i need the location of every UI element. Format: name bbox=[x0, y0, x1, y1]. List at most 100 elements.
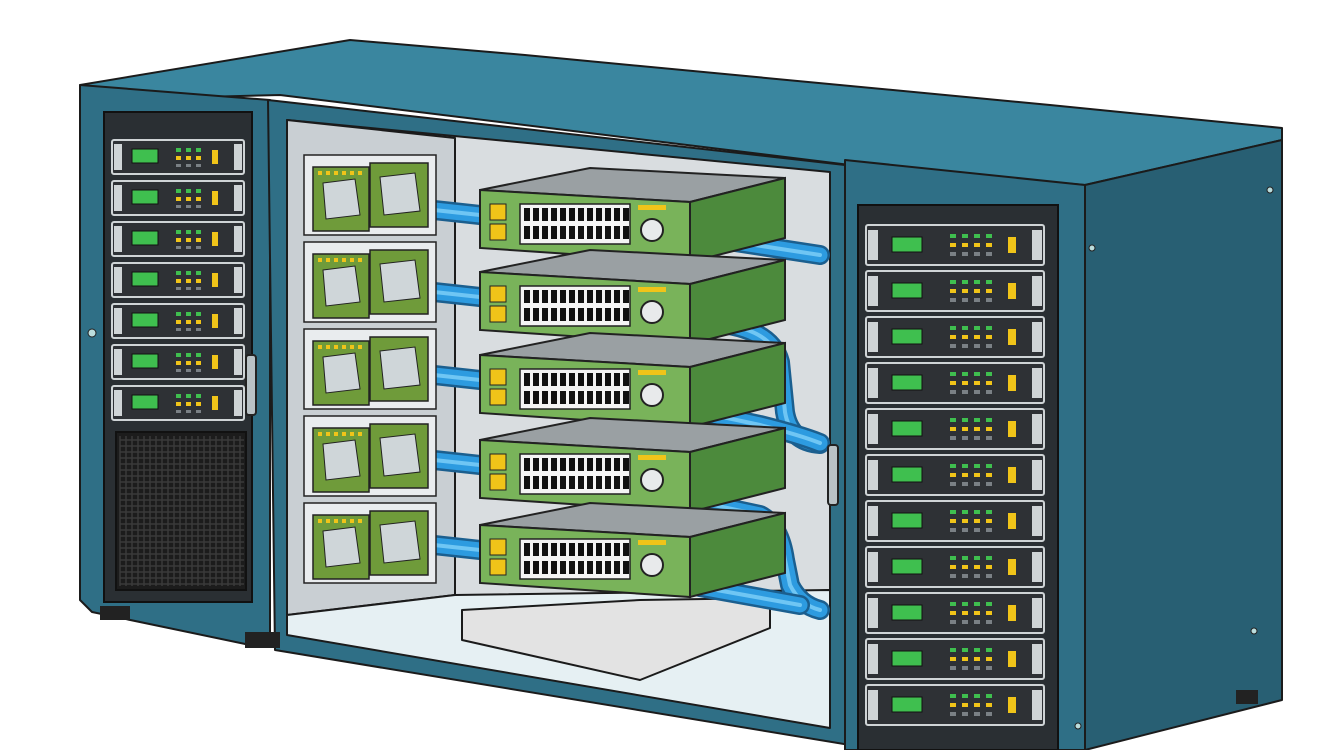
status-led bbox=[974, 712, 980, 716]
cabinet-details bbox=[87, 186, 1274, 730]
right-door-handle bbox=[827, 444, 839, 506]
status-led bbox=[950, 464, 956, 468]
port bbox=[596, 308, 602, 321]
port bbox=[578, 208, 584, 221]
status-led bbox=[176, 156, 181, 160]
drive-bay bbox=[212, 355, 218, 369]
server-ear bbox=[1032, 276, 1042, 306]
right-side-bolt-4 bbox=[1074, 722, 1082, 730]
status-led bbox=[176, 148, 181, 152]
card-pin bbox=[358, 171, 362, 175]
card-board bbox=[312, 340, 370, 406]
network-switches bbox=[479, 166, 786, 599]
status-led bbox=[186, 271, 191, 275]
status-led bbox=[950, 473, 956, 477]
card-pin bbox=[318, 519, 322, 523]
port bbox=[605, 391, 611, 404]
status-led bbox=[950, 703, 956, 707]
port bbox=[587, 543, 593, 556]
port bbox=[587, 561, 593, 574]
port bbox=[614, 476, 620, 489]
status-led bbox=[196, 164, 201, 167]
card-pin bbox=[318, 345, 322, 349]
status-led bbox=[186, 320, 191, 324]
drive-bay bbox=[1008, 697, 1016, 713]
status-led bbox=[974, 519, 980, 523]
status-led bbox=[962, 436, 968, 440]
port bbox=[560, 561, 566, 574]
status-led bbox=[950, 252, 956, 256]
port bbox=[596, 543, 602, 556]
status-led bbox=[176, 410, 181, 413]
status-led bbox=[974, 280, 980, 284]
port bbox=[533, 290, 539, 303]
status-led bbox=[196, 230, 201, 234]
server-display bbox=[891, 558, 923, 575]
network-switch bbox=[479, 501, 786, 599]
port bbox=[560, 476, 566, 489]
status-led bbox=[962, 390, 968, 394]
port bbox=[623, 561, 629, 574]
status-led bbox=[986, 473, 992, 477]
status-led bbox=[962, 657, 968, 661]
status-led bbox=[962, 510, 968, 514]
status-led bbox=[962, 556, 968, 560]
card-chip bbox=[379, 433, 421, 477]
status-led bbox=[974, 528, 980, 532]
card-pin bbox=[350, 171, 354, 175]
status-led bbox=[176, 394, 181, 398]
status-led bbox=[986, 519, 992, 523]
status-led bbox=[962, 694, 968, 698]
status-led bbox=[196, 156, 201, 160]
server-ear bbox=[868, 460, 878, 490]
server-ear bbox=[868, 690, 878, 720]
status-led bbox=[986, 427, 992, 431]
status-led bbox=[974, 436, 980, 440]
status-led bbox=[962, 243, 968, 247]
port bbox=[569, 458, 575, 471]
right-server-unit bbox=[865, 316, 1045, 358]
right-side-bolt-2 bbox=[1266, 186, 1274, 194]
port bbox=[569, 208, 575, 221]
patch-cards bbox=[303, 154, 437, 584]
status-led bbox=[986, 436, 992, 440]
port bbox=[605, 308, 611, 321]
status-led bbox=[186, 238, 191, 242]
port bbox=[605, 208, 611, 221]
port bbox=[614, 561, 620, 574]
port bbox=[623, 290, 629, 303]
left-rack-vent bbox=[115, 431, 247, 591]
port bbox=[560, 308, 566, 321]
patch-card bbox=[303, 154, 437, 236]
drive-bay bbox=[212, 396, 218, 410]
status-led bbox=[962, 252, 968, 256]
drive-bay bbox=[212, 150, 218, 164]
port bbox=[614, 543, 620, 556]
status-led bbox=[962, 602, 968, 606]
status-led bbox=[196, 246, 201, 249]
port bbox=[533, 208, 539, 221]
status-led bbox=[950, 418, 956, 422]
status-led bbox=[950, 666, 956, 670]
status-led bbox=[974, 694, 980, 698]
port bbox=[542, 208, 548, 221]
card-pin bbox=[342, 258, 346, 262]
port bbox=[560, 208, 566, 221]
status-led bbox=[186, 361, 191, 365]
switch-led bbox=[489, 223, 507, 241]
status-led bbox=[176, 279, 181, 283]
patch-card bbox=[303, 415, 437, 497]
port bbox=[524, 290, 530, 303]
port bbox=[623, 543, 629, 556]
server-display bbox=[131, 189, 159, 205]
port bbox=[596, 391, 602, 404]
status-led bbox=[950, 574, 956, 578]
port bbox=[623, 208, 629, 221]
server-ear bbox=[868, 230, 878, 260]
status-led bbox=[986, 381, 992, 385]
status-led bbox=[974, 611, 980, 615]
port bbox=[623, 226, 629, 239]
status-led bbox=[176, 328, 181, 331]
port bbox=[569, 308, 575, 321]
status-led bbox=[176, 246, 181, 249]
